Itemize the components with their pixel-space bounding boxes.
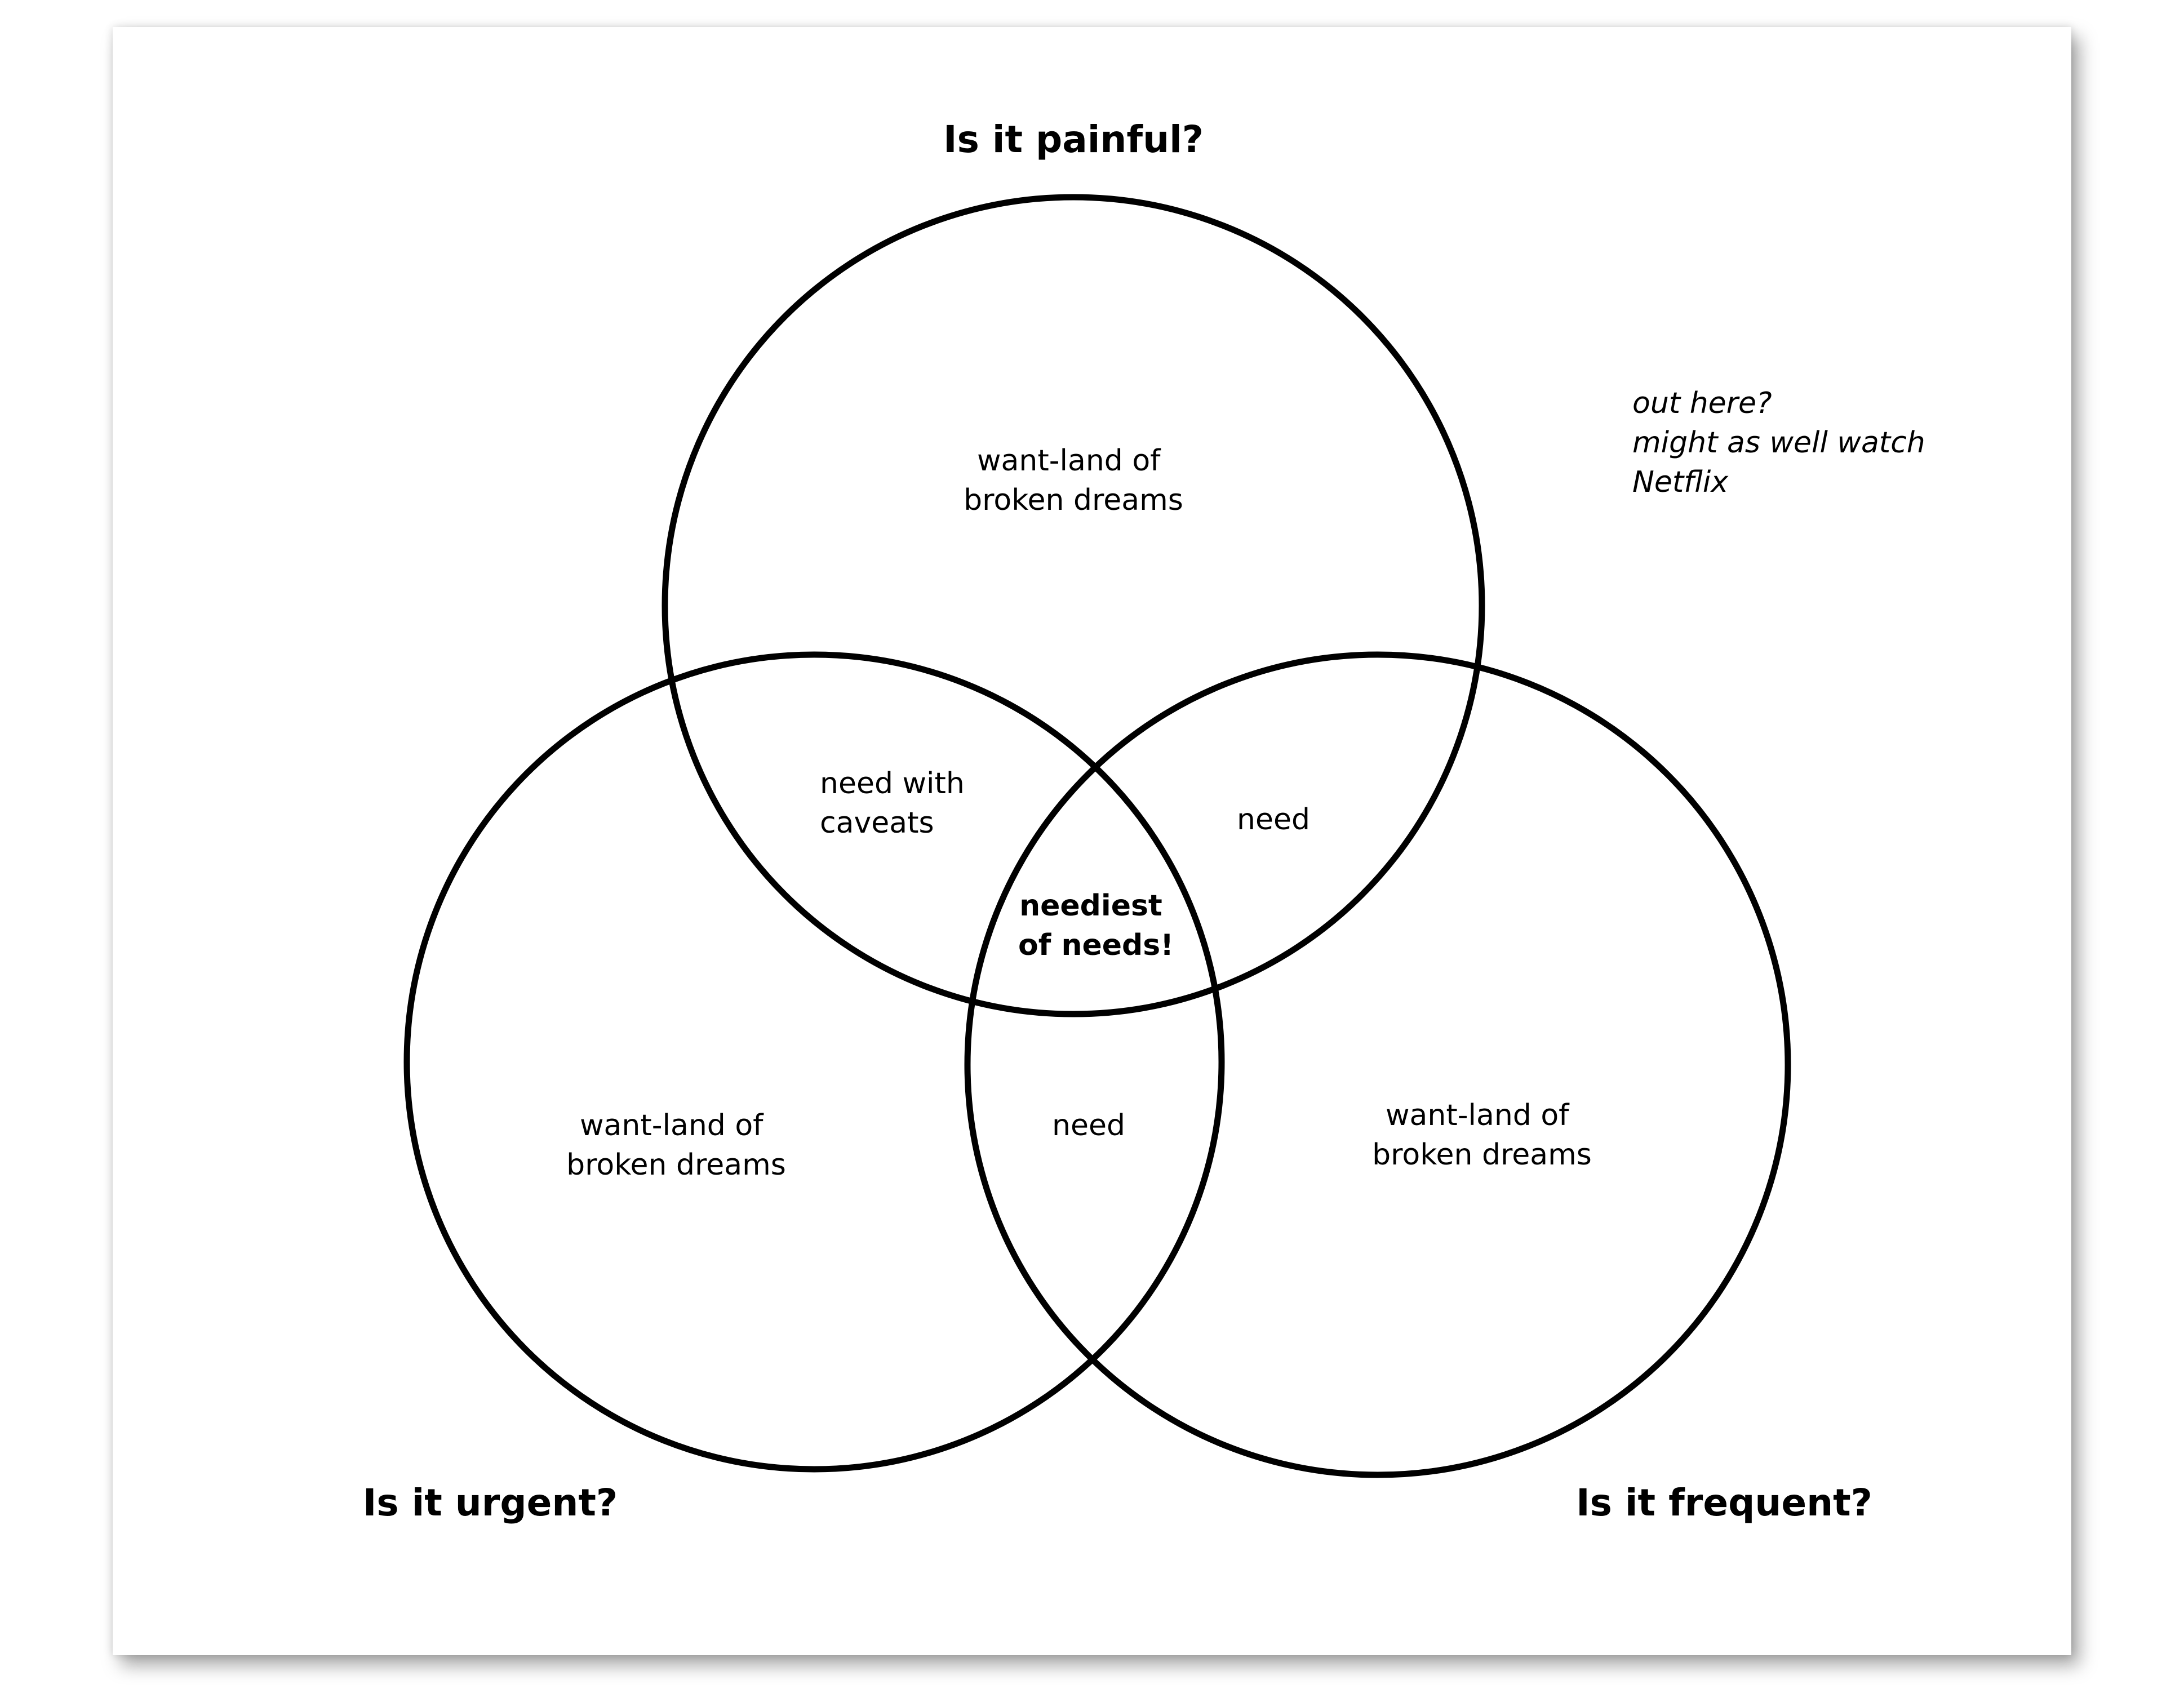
region-urgent-frequent: need [1052, 1109, 1125, 1142]
region-all-three: neediest of needs! [1018, 889, 1174, 962]
outside-note: out here? might as well watch Netflix [1632, 386, 1934, 499]
question-painful: Is it painful? [943, 118, 1204, 161]
region-painful-frequent: need [1237, 803, 1310, 837]
question-frequent: Is it frequent? [1576, 1481, 1872, 1524]
circle-frequent [964, 651, 1791, 1478]
circle-painful [662, 194, 1485, 1017]
region-painful-urgent: need with caveats [820, 767, 974, 840]
question-urgent: Is it urgent? [363, 1481, 618, 1524]
region-frequent-only: want-land of broken dreams [1372, 1099, 1592, 1172]
region-urgent-only: want-land of broken dreams [566, 1109, 786, 1182]
region-painful-only: want-land of broken dreams [964, 444, 1183, 517]
diagram-card [113, 27, 2071, 1655]
circle-urgent [403, 651, 1225, 1473]
